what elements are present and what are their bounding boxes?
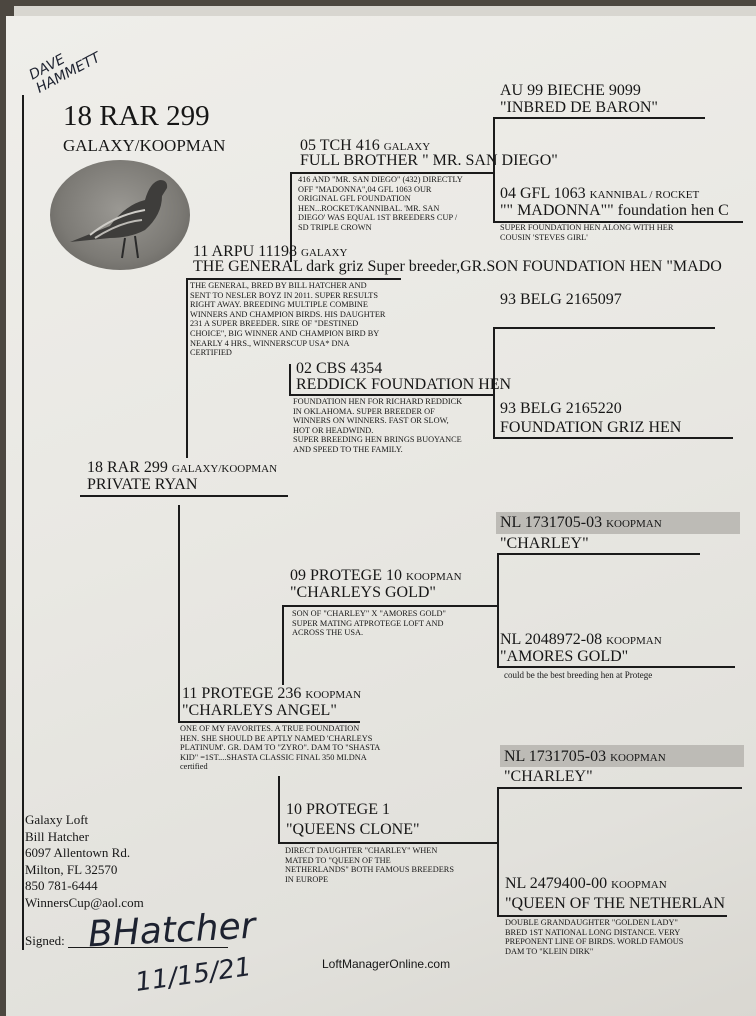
dam-dam-dam-band: NL 2479400-00 KOOPMAN: [505, 875, 667, 892]
connector-line: [497, 787, 742, 789]
owner-phone: 850 781-6444: [25, 878, 98, 893]
signature-line: [68, 947, 228, 948]
highlight: [500, 745, 744, 767]
sire-sire-sire-band: AU 99 BIECHE 9099: [500, 82, 641, 99]
dam-sire-band: 09 PROTEGE 10 KOOPMAN: [290, 567, 462, 584]
sire-sire-name: FULL BROTHER " MR. SAN DIEGO": [300, 152, 558, 169]
dam-sire-dam-band: NL 2048972-08 KOOPMAN: [500, 631, 662, 648]
connector-line: [493, 327, 495, 437]
dam-name: "CHARLEYS ANGEL": [182, 702, 337, 719]
loft-name: Galaxy Loft: [25, 812, 89, 827]
dam-sire-sire-name: "CHARLEY": [500, 535, 589, 552]
sire-sire-band: 05 TCH 416 GALAXY: [300, 137, 431, 154]
dam-band: 11 PROTEGE 236 KOOPMAN: [182, 685, 362, 702]
owner-name: Bill Hatcher: [25, 828, 89, 844]
connector-line: [278, 776, 280, 842]
sire-dam-dam-band: 93 BELG 2165220: [500, 400, 622, 417]
connector-line: [493, 117, 495, 223]
connector-line: [291, 172, 494, 174]
dam-sire-name: "CHARLEYS GOLD": [290, 584, 436, 601]
owner-city: Milton, FL 32570: [25, 861, 118, 877]
dam-sire-dam-name: "AMORES GOLD": [500, 648, 629, 665]
dam-dam-sire-band: NL 1731705-03 KOOPMAN: [504, 748, 666, 765]
sire-band: 11 ARPU 11198 GALAXY: [193, 243, 348, 260]
pigeon-photo: [50, 160, 190, 270]
dam-dam-dam-note: DOUBLE GRANDAUGHTER "GOLDEN LADY"BRED 1S…: [505, 918, 684, 956]
dam-dam-dam-name: "QUEEN OF THE NETHERLAN: [505, 895, 725, 912]
signature: BHatcher: [87, 905, 257, 956]
dam-sire-sire-band: NL 1731705-03 KOOPMAN: [500, 514, 662, 531]
connector-line: [497, 553, 700, 555]
connector-line: [493, 221, 743, 223]
subject-band: 18 RAR 299: [63, 100, 210, 132]
signed-label: Signed:: [25, 933, 65, 948]
pigeon-icon: [70, 180, 168, 259]
connector-line: [290, 172, 292, 262]
connector-line: [497, 666, 735, 668]
highlight: [496, 512, 740, 534]
connector-line: [493, 437, 733, 439]
connector-line: [289, 394, 494, 396]
sire-dam-band: 02 CBS 4354: [296, 360, 383, 377]
dam-dam-name: "QUEENS CLONE": [286, 821, 420, 838]
bird-band: 18 RAR 299 GALAXY/KOOPMAN: [87, 459, 278, 476]
connector-line: [186, 278, 188, 458]
sire-dam-name: REDDICK FOUNDATION HEN: [296, 376, 512, 393]
connector-line: [282, 605, 284, 685]
connector-line: [178, 721, 360, 723]
connector-line: [278, 842, 498, 844]
connector-line: [282, 605, 498, 607]
footer-website: LoftManagerOnline.com: [322, 957, 451, 971]
dam-dam-band: 10 PROTEGE 1: [286, 801, 390, 818]
sire-sire-sire-name: "INBRED DE BARON": [500, 99, 658, 116]
connector-line: [493, 327, 715, 329]
sire-dam-sire-band: 93 BELG 2165097: [500, 291, 622, 308]
sire-name: THE GENERAL dark griz Super breeder,GR.S…: [193, 258, 722, 275]
sire-sire-dam-band: 04 GFL 1063 KANNIBAL / ROCKET: [500, 185, 700, 202]
owner-email: WinnersCup@aol.com: [25, 894, 144, 910]
connector-line: [178, 505, 180, 721]
owner-address: Galaxy Loft Bill Hatcher 6097 Allentown …: [25, 812, 144, 911]
connector-line: [497, 915, 727, 917]
connector-line: [186, 278, 401, 280]
connector-line: [80, 495, 288, 497]
sire-sire-dam-name: "" MADONNA"" foundation hen C: [500, 202, 729, 219]
connector-line: [497, 553, 499, 666]
connector-line: [493, 117, 705, 119]
sire-dam-dam-name: FOUNDATION GRIZ HEN: [500, 419, 682, 436]
bird-name: PRIVATE RYAN: [87, 476, 198, 493]
owner-street: 6097 Allentown Rd.: [25, 845, 131, 860]
dam-sire-dam-note: could be the best breeding hen at Proteg…: [504, 670, 653, 680]
dam-dam-sire-name: "CHARLEY": [504, 768, 593, 785]
connector-line: [289, 364, 291, 394]
connector-line: [497, 787, 499, 916]
left-border: [22, 95, 24, 950]
dam-sire-note: SON OF "CHARLEY" X "AMORES GOLD"SUPER MA…: [292, 609, 446, 638]
subject-breeder: GALAXY/KOOPMAN: [63, 136, 226, 155]
